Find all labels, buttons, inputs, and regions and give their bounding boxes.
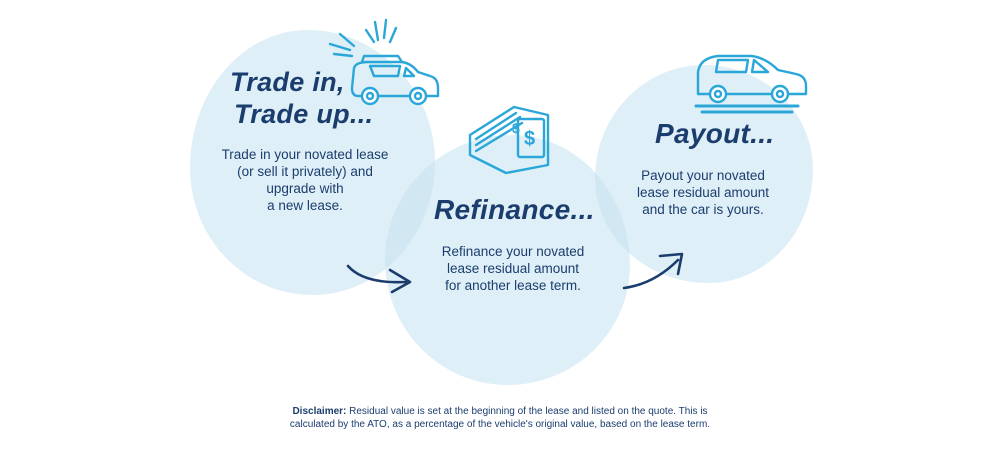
car-moving-icon <box>694 54 808 114</box>
svg-text:$: $ <box>524 128 535 150</box>
trade-description-line: upgrade with <box>266 181 344 196</box>
svg-text:$: $ <box>512 120 520 136</box>
trade-description-line: (or sell it privately) and <box>237 164 373 179</box>
refinance-description-line: lease residual amount <box>446 261 580 276</box>
payout-heading: Payout... <box>655 118 775 149</box>
car-sparkle-icon <box>328 18 440 106</box>
refinance-description-line: for another lease term. <box>445 278 581 293</box>
refinance-blob <box>385 135 630 385</box>
refinance-description: Refinance your novated lease residual am… <box>418 243 608 294</box>
arrow-icon <box>622 252 684 290</box>
money-icon: $ $ <box>468 105 550 175</box>
payout-description: Payout your novated lease residual amoun… <box>618 167 788 218</box>
arrow-icon <box>346 264 412 294</box>
trade-description: Trade in your novated lease (or sell it … <box>205 146 405 214</box>
disclaimer-text-line2: calculated by the ATO, as a percentage o… <box>289 419 711 430</box>
trade-heading: Trade in, Trade up... <box>230 66 400 130</box>
payout-description-line: and the car is yours. <box>642 202 764 217</box>
trade-heading-line1: Trade in, <box>230 67 345 97</box>
disclaimer-text-line1: Residual value is set at the beginning o… <box>346 406 708 417</box>
trade-description-line: Trade in your novated lease <box>221 147 389 162</box>
payout-description-line: lease residual amount <box>636 185 770 200</box>
disclaimer-label: Disclaimer: <box>292 406 347 417</box>
payout-description-line: Payout your novated <box>641 168 765 183</box>
disclaimer: Disclaimer: Residual value is set at the… <box>200 405 800 431</box>
trade-description-line: a new lease. <box>267 198 343 213</box>
refinance-heading: Refinance... <box>434 194 595 225</box>
trade-heading-line2: Trade up... <box>234 99 374 129</box>
refinance-description-line: Refinance your novated <box>441 244 585 259</box>
